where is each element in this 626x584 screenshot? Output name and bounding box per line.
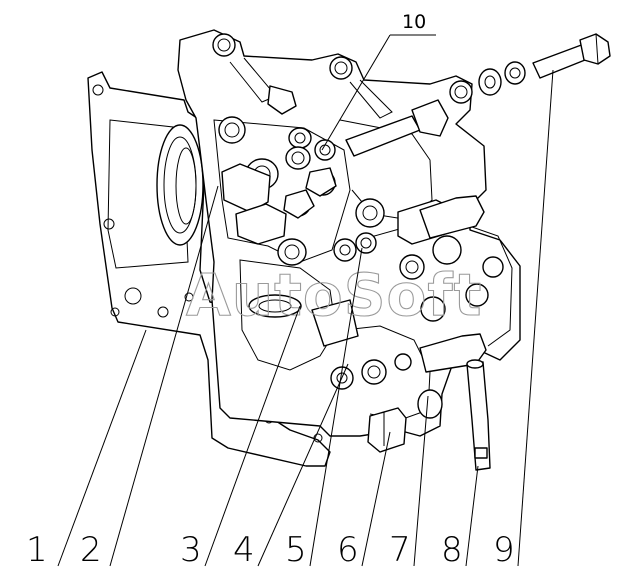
pin-part bbox=[466, 359, 491, 471]
washer-pair bbox=[478, 61, 526, 96]
callout-9: 9 bbox=[493, 530, 515, 570]
callout-6: 6 bbox=[337, 530, 359, 570]
long-bolt-top bbox=[345, 99, 449, 157]
callout-2: 2 bbox=[80, 530, 102, 570]
small-bolt-cluster bbox=[267, 85, 337, 219]
side-bolt-mid bbox=[419, 195, 485, 239]
leader-lines bbox=[57, 34, 554, 567]
callout-1: 1 bbox=[26, 530, 48, 570]
callout-7: 7 bbox=[389, 530, 411, 570]
callout-4: 4 bbox=[233, 530, 255, 570]
callout-numbers: 1 2 3 4 5 6 7 8 9 10 bbox=[26, 11, 515, 570]
hex-bolt-9 bbox=[532, 33, 611, 79]
valve-housing bbox=[177, 29, 521, 437]
callout-10: 10 bbox=[402, 11, 426, 33]
bearing-boss bbox=[156, 124, 204, 246]
callout-8: 8 bbox=[441, 530, 463, 570]
watermark-text: AutoSoft bbox=[186, 261, 482, 329]
callout-3: 3 bbox=[180, 530, 202, 570]
callout-5: 5 bbox=[285, 530, 307, 570]
drain-plug bbox=[367, 407, 407, 453]
